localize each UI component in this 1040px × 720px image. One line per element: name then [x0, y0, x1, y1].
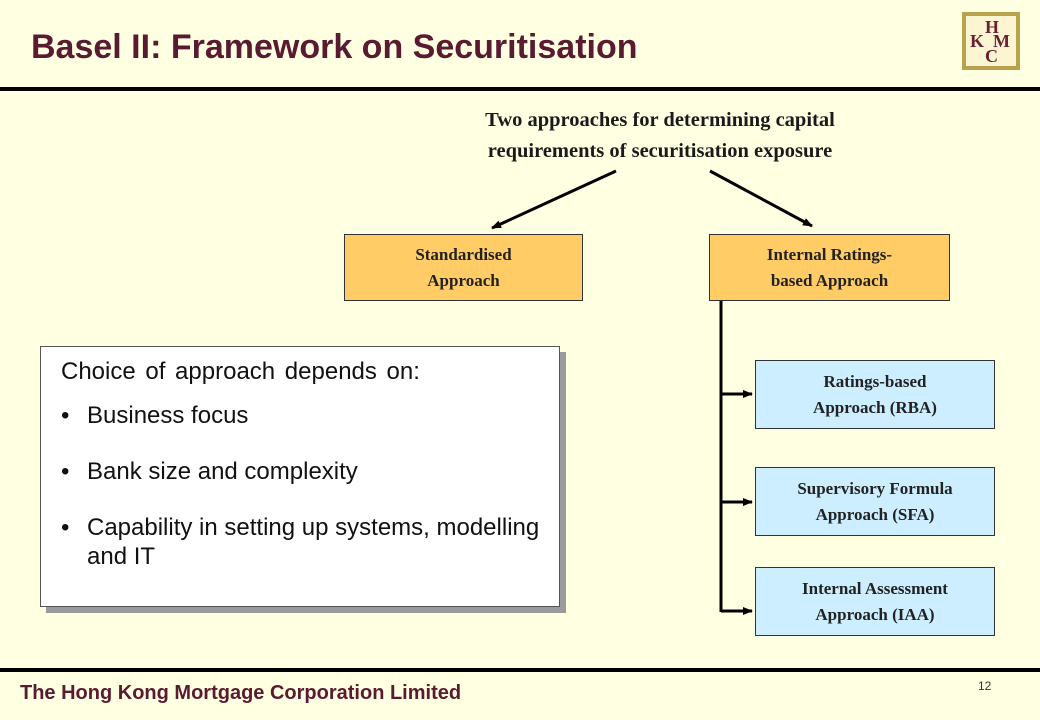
- standardised-line1: Standardised: [415, 244, 512, 264]
- choice-box: Choice of approach depends on: • Busines…: [40, 346, 560, 607]
- iaa-line1: Internal Assessment: [802, 578, 948, 598]
- choice-list: • Business focus • Bank size and complex…: [61, 401, 559, 571]
- arrow-to-standardised: [491, 169, 617, 230]
- logo-letter-h: H: [985, 17, 1000, 37]
- footer-company-name: The Hong Kong Mortgage Corporation Limit…: [20, 682, 462, 704]
- rba-line1: Ratings-based: [823, 371, 927, 391]
- diagram-heading-line2: requirements of securitisation exposure: [487, 140, 833, 162]
- hkmc-logo: H K M C: [962, 12, 1020, 70]
- iaa-box: Internal Assessment Approach (IAA): [755, 567, 995, 636]
- sfa-line1: Supervisory Formula: [797, 478, 953, 498]
- sfa-line2: Approach (SFA): [815, 504, 935, 524]
- irb-line1: Internal Ratings-: [766, 244, 893, 264]
- logo-letter-c: C: [985, 46, 998, 66]
- sfa-box: Supervisory Formula Approach (SFA): [755, 467, 995, 536]
- logo-letter-k: K: [970, 31, 985, 51]
- diagram-heading: Two approaches for determining capital r…: [380, 105, 940, 167]
- bullet-icon: •: [61, 402, 70, 429]
- choice-item-text: Bank size and complexity: [87, 458, 358, 485]
- arrow-to-irb: [709, 169, 813, 228]
- list-item: • Capability in setting up systems, mode…: [61, 513, 559, 571]
- header-divider: [0, 87, 1040, 91]
- irb-approach-box: Internal Ratings- based Approach: [709, 234, 950, 301]
- iaa-line2: Approach (IAA): [815, 604, 935, 624]
- page-title: Basel II: Framework on Securitisation: [31, 28, 638, 66]
- bullet-icon: •: [61, 458, 70, 485]
- footer-divider: [0, 668, 1040, 672]
- page-number: 12: [978, 679, 992, 693]
- choice-item-text: Business focus: [87, 402, 249, 429]
- logo-letter-m: M: [993, 31, 1010, 51]
- list-item: • Bank size and complexity: [61, 457, 559, 486]
- choice-lead-text: Choice of approach depends on:: [61, 358, 420, 385]
- diagram-heading-line1: Two approaches for determining capital: [485, 109, 835, 131]
- rba-box: Ratings-based Approach (RBA): [755, 360, 995, 429]
- standardised-approach-box: Standardised Approach: [344, 234, 583, 301]
- rba-line2: Approach (RBA): [813, 397, 937, 417]
- choice-item-text: Capability in setting up systems, modell…: [87, 514, 540, 570]
- standardised-line2: Approach: [427, 270, 500, 290]
- bullet-icon: •: [61, 514, 70, 541]
- irb-line2: based Approach: [770, 270, 889, 290]
- list-item: • Business focus: [61, 401, 559, 430]
